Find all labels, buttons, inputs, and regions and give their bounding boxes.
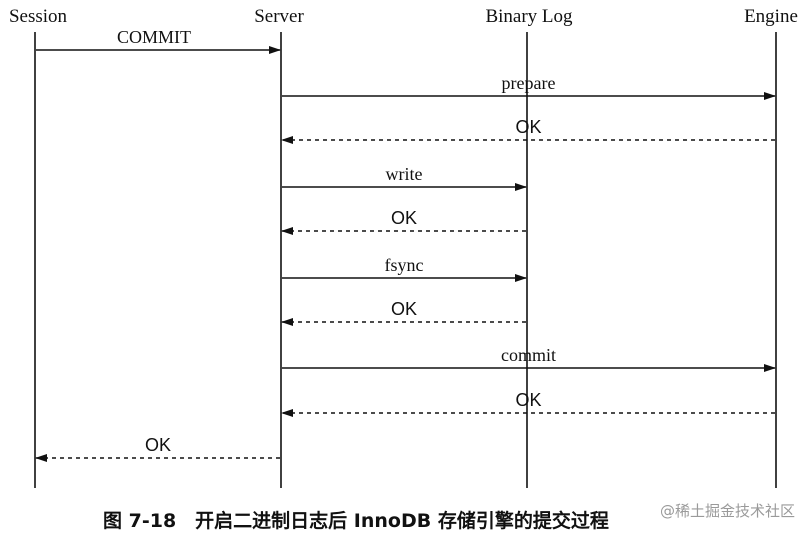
message-8: commit [282, 345, 776, 372]
message-label-2: prepare [502, 73, 556, 93]
message-label-8: commit [501, 345, 556, 365]
message-label-6: fsync [385, 255, 424, 275]
message-9: OK [281, 390, 775, 417]
message-4: write [282, 164, 527, 191]
message-6: fsync [282, 255, 527, 282]
participant-label-server: Server [254, 6, 304, 27]
message-7: OK [281, 299, 526, 326]
participant-labels: Session Server Binary Log Engine [9, 6, 798, 27]
message-1: COMMIT [36, 27, 281, 54]
participant-label-session: Session [9, 6, 68, 27]
message-label-9: OK [515, 390, 541, 410]
message-label-7: OK [391, 299, 417, 319]
message-label-4: write [386, 164, 423, 184]
message-2: prepare [282, 73, 776, 100]
message-10: OK [35, 435, 280, 462]
figure-caption: 图 7-18 开启二进制日志后 InnoDB 存储引擎的提交过程 [103, 509, 609, 532]
participant-label-binlog: Binary Log [485, 6, 573, 27]
message-label-10: OK [145, 435, 171, 455]
watermark-text: @稀土掘金技术社区 [660, 502, 795, 520]
participant-label-engine: Engine [744, 6, 798, 27]
message-5: OK [281, 208, 526, 235]
message-label-1: COMMIT [117, 27, 191, 47]
message-label-3: OK [515, 117, 541, 137]
message-label-5: OK [391, 208, 417, 228]
message-3: OK [281, 117, 775, 144]
